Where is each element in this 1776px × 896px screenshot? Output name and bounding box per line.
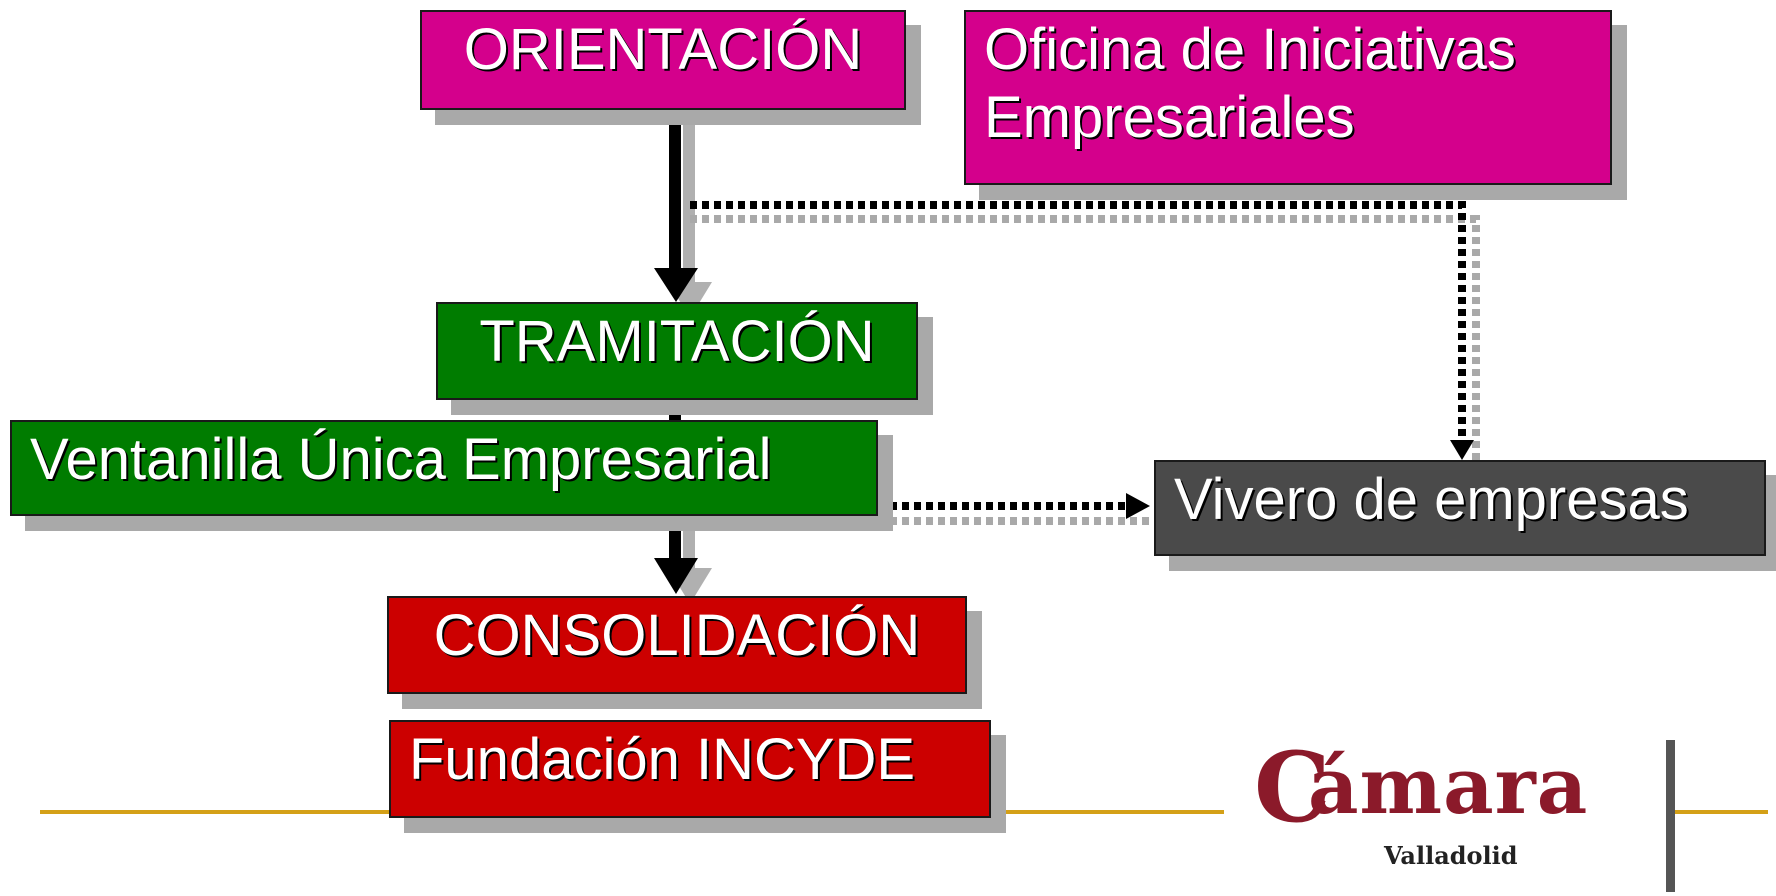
vivero-label: Vivero de empresas <box>1174 467 1689 532</box>
consolidacion-label: CONSOLIDACIÓN <box>433 603 921 668</box>
orientacion-box: ORIENTACIÓN <box>420 10 906 110</box>
logo-wordmark: ámara <box>1308 741 1589 832</box>
oficina-label-line-2: Empresariales <box>984 85 1355 151</box>
arrow-ventanilla-consolidacion-head <box>654 558 698 594</box>
dotted-arrow-to-vivero-top <box>690 201 1466 446</box>
vivero-box: Vivero de empresas <box>1154 460 1766 556</box>
camara-logo: C ámara Valladolid <box>1224 740 1666 892</box>
ventanilla-box: Ventanilla Única Empresarial <box>10 420 878 516</box>
dotted-arrow-to-vivero-top-head <box>1450 440 1474 460</box>
arrow-orientacion-tramitacion <box>669 105 681 275</box>
connector-tramitacion-ventanilla <box>669 398 681 420</box>
dotted-arrow-ventanilla-vivero-head <box>1126 493 1150 519</box>
incyde-label: Fundación INCYDE <box>409 727 916 792</box>
tramitacion-box: TRAMITACIÓN <box>436 302 918 400</box>
tramitacion-label: TRAMITACIÓN <box>479 309 875 374</box>
orientacion-label: ORIENTACIÓN <box>463 17 863 82</box>
incyde-box: Fundación INCYDE <box>389 720 991 818</box>
ventanilla-label: Ventanilla Única Empresarial <box>30 427 772 492</box>
oficina-label-line-1: Oficina de Iniciativas <box>984 17 1516 82</box>
oficina-iniciativas-box: Oficina de Iniciativas Empresariales <box>964 10 1612 185</box>
consolidacion-box: CONSOLIDACIÓN <box>387 596 967 694</box>
logo-city: Valladolid <box>1384 841 1518 870</box>
arrow-shadow-upper <box>683 120 695 295</box>
arrow-orientacion-tramitacion-head <box>654 268 698 302</box>
arrow-ventanilla-consolidacion <box>669 515 681 565</box>
dotted-shadow-top <box>690 215 1480 465</box>
logo-initial: C <box>1254 731 1331 844</box>
